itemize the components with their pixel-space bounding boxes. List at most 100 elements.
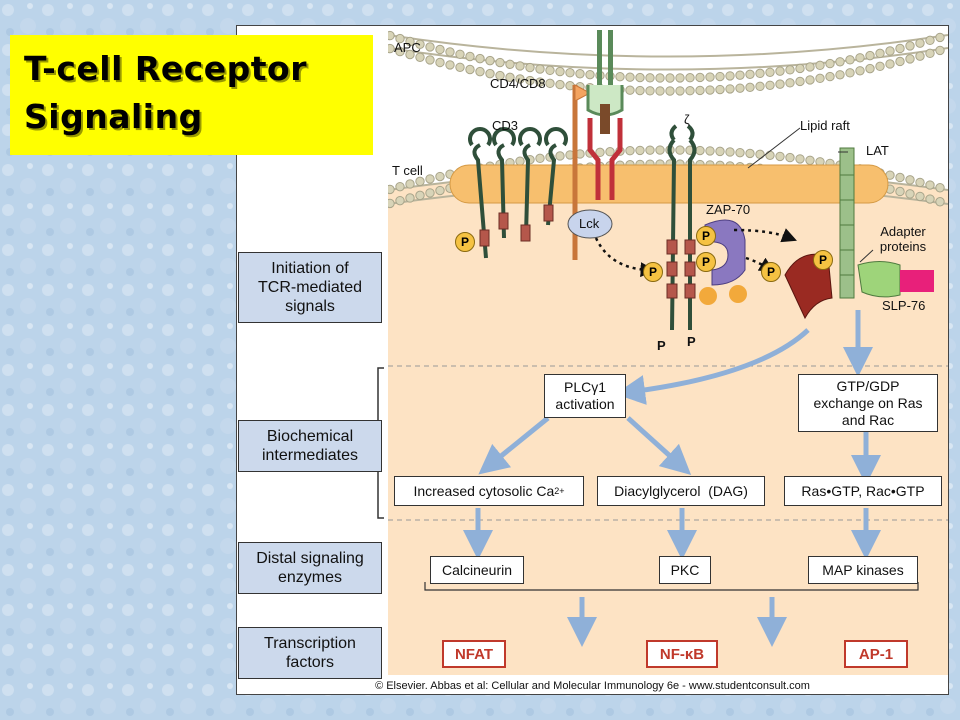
membrane-bead (925, 180, 935, 190)
membrane-bead (845, 68, 855, 78)
membrane-bead (715, 71, 725, 82)
cd3-chains (468, 127, 568, 259)
membrane-bead (775, 79, 785, 89)
membrane-bead (675, 73, 685, 83)
mhc-tcr-complex (586, 30, 624, 200)
phosphate-icon: P (643, 262, 663, 282)
membrane-bead (415, 176, 425, 187)
slp76-domain (900, 270, 934, 292)
lat-label: LAT (866, 143, 889, 158)
membrane-bead (545, 65, 555, 76)
membrane-bead (535, 153, 545, 164)
membrane-bead (895, 186, 905, 197)
membrane-bead (635, 72, 645, 83)
membrane-bead (435, 185, 445, 196)
membrane-bead (885, 46, 895, 56)
membrane-bead (905, 175, 915, 185)
membrane-bead (735, 70, 745, 80)
membrane-bead (535, 64, 545, 74)
membrane-bead (865, 63, 875, 74)
ras-gtp-text: Ras•GTP, Rac•GTP (801, 482, 925, 499)
membrane-bead (645, 86, 655, 96)
membrane-bead (795, 154, 805, 164)
zeta-itams (666, 239, 696, 299)
membrane-bead (655, 145, 665, 155)
membrane-bead (835, 57, 845, 67)
membrane-bead (425, 174, 435, 184)
membrane-bead (805, 75, 815, 85)
calcium-text: Increased cytosolic Ca (413, 482, 555, 499)
membrane-bead (835, 70, 845, 80)
membrane-bead (675, 145, 685, 155)
membrane-bead (605, 147, 615, 157)
membrane-bead (935, 45, 945, 56)
phosphate-icon: P (696, 252, 716, 272)
nfkb-factor: NF-κB (646, 640, 718, 668)
membrane-bead (405, 193, 415, 203)
phosphate-icon: P (455, 232, 475, 252)
membrane-bead (775, 66, 785, 76)
membrane-bead (725, 71, 735, 81)
tcell-label: T cell (392, 163, 423, 178)
stage-line: intermediates (261, 447, 359, 464)
membrane-bead (805, 62, 815, 72)
membrane-bead (815, 73, 825, 84)
membrane-bead (695, 85, 705, 96)
membrane-bead (845, 55, 855, 65)
membrane-bead (935, 32, 945, 43)
membrane-bead (405, 36, 415, 47)
gtp-line: exchange on Ras (813, 394, 923, 411)
membrane-bead (815, 60, 825, 71)
membrane-bead (405, 179, 415, 189)
phospho-label-left: P (657, 338, 666, 353)
plc-line: activation (555, 396, 615, 412)
membrane-bead (685, 73, 695, 83)
adapter-protein (857, 261, 901, 298)
membrane-bead (395, 46, 405, 57)
membrane-bead (525, 62, 535, 73)
apc-membrane (388, 30, 948, 96)
membrane-bead (575, 69, 585, 79)
membrane-bead (895, 172, 905, 183)
membrane-bead (785, 65, 795, 75)
membrane-bead (875, 61, 885, 72)
stage-line: Biochemical (266, 428, 354, 445)
lipid-raft (449, 164, 889, 204)
zap70-label: ZAP-70 (706, 202, 751, 217)
membrane-bead (785, 152, 795, 163)
slide-title: T-cell Receptor Signaling (10, 35, 373, 155)
zeta-label: ζ (684, 112, 690, 127)
membrane-bead (425, 55, 435, 65)
membrane-bead (525, 75, 535, 86)
membrane-bead (695, 72, 705, 83)
membrane-bead (445, 47, 455, 57)
membrane-bead (465, 64, 475, 75)
ap1-factor: AP-1 (844, 640, 908, 668)
membrane-bead (735, 83, 745, 93)
membrane-bead (388, 184, 395, 195)
membrane-bead (755, 81, 765, 92)
adapter-line: Adapter (880, 224, 926, 239)
membrane-bead (705, 146, 715, 156)
membrane-bead (765, 150, 775, 161)
membrane-bead (485, 55, 495, 66)
membrane-bead (515, 74, 525, 84)
plc-line: PLCγ1 (563, 379, 607, 395)
dag-box: Diacylglycerol (DAG) (597, 476, 765, 506)
dag-text: Diacylglycerol (DAG) (614, 482, 748, 499)
membrane-bead (645, 73, 655, 83)
membrane-bead (745, 69, 755, 80)
membrane-bead (775, 151, 785, 162)
membrane-bead (865, 50, 875, 61)
membrane-bead (645, 145, 655, 155)
apc-label: APC (394, 40, 421, 55)
gtp-line: GTP/GDP (836, 377, 900, 394)
membrane-bead (475, 53, 485, 64)
membrane-bead (415, 190, 425, 201)
lck-kinase (567, 209, 613, 239)
cd4cd8-label: CD4/CD8 (490, 76, 546, 91)
phosphate-icon: P (696, 226, 716, 246)
phosphate-icon: P (813, 250, 833, 270)
